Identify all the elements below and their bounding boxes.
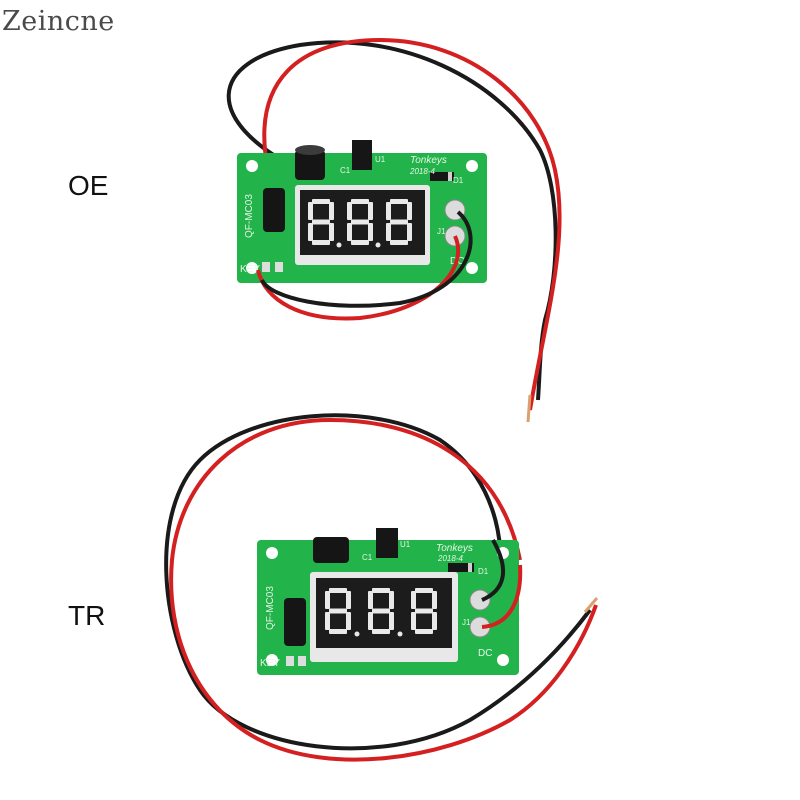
pcb-model-text-oe: QF-MC03 [244,194,255,238]
black-wire-oe [226,40,558,401]
black-wire-front-oe [260,210,473,308]
pcb-j1-text-tr: J1 [462,618,471,627]
black-wire-front-tr [481,539,505,602]
pcb-d1-text-tr: D1 [478,567,489,576]
red-wire-front-tr [481,564,523,629]
pcb-model-text-tr: QF-MC03 [265,586,276,630]
pcb-key-text-oe: KEY [240,264,260,275]
pcb-u1-text-oe: U1 [375,155,386,164]
pcb-date-text-tr: 2018-4 [437,554,463,563]
module-oe: Tonkeys 2018-4 QF-MC03 KEY DC U1 D1 J1 C… [226,37,562,423]
pcb-c1-text-tr: C1 [362,553,373,562]
module-label-oe: OE [68,170,109,201]
module-label-tr: TR [68,600,106,631]
pcb-brand-text-oe: Tonkeys [410,155,447,166]
pcb-key-text-tr: KEY [260,658,280,669]
module-tr: Tonkeys 2018-4 QF-MC03 KEY DC U1 D1 J1 C… [164,413,599,762]
pcb-u1-text-tr: U1 [400,540,411,549]
pcb-j1-text-oe: J1 [437,227,446,236]
red-wire-tr [169,417,598,762]
pcb-dc-text-tr: DC [478,648,492,659]
black-wire-tr [164,413,592,751]
pcb-date-text-oe: 2018-4 [409,167,435,176]
pcb-brand-text-tr: Tonkeys [436,543,473,554]
red-wire-front-oe [256,235,461,321]
red-wire-oe [262,37,562,411]
pcb-c1-text-oe: C1 [340,166,351,175]
brand-watermark: Zeincne [2,6,115,37]
pcb-d1-text-oe: D1 [453,176,464,185]
